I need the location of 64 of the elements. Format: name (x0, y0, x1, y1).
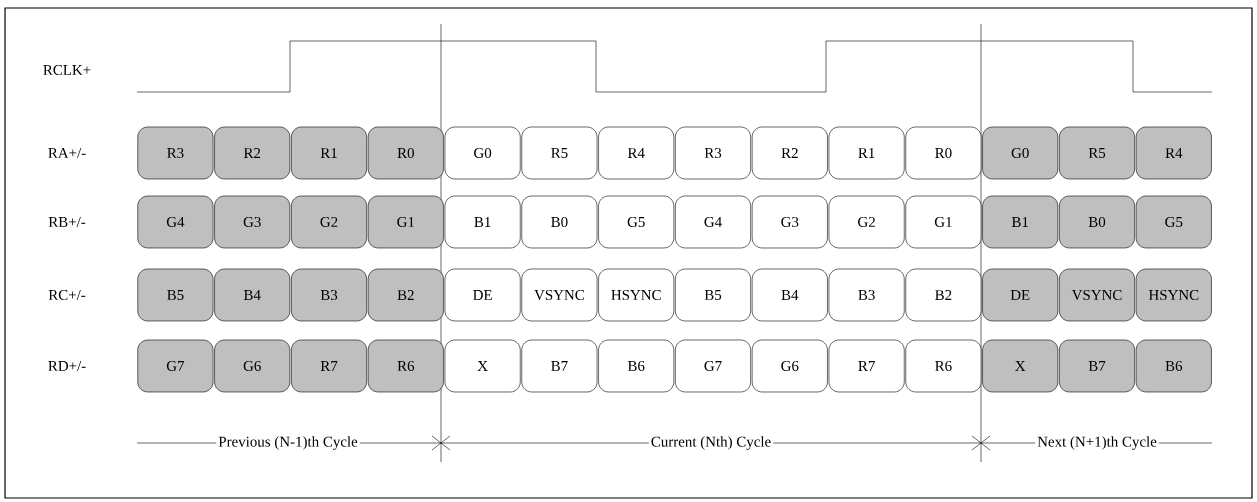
signal-name: RD+/- (48, 361, 86, 371)
signal-name: RB+/- (48, 217, 86, 227)
data-cell: B1 (444, 195, 521, 249)
data-cell: X (444, 339, 521, 393)
data-cell: R4 (1135, 126, 1212, 180)
data-cell: G3 (214, 195, 291, 249)
data-cell: G4 (137, 195, 214, 249)
data-cell: G6 (214, 339, 291, 393)
data-cell: R1 (828, 126, 905, 180)
data-cell: R7 (828, 339, 905, 393)
data-cell: B7 (1059, 339, 1135, 393)
data-cell: B4 (751, 268, 828, 322)
data-cell: G4 (675, 195, 751, 249)
data-cell: R2 (751, 126, 828, 180)
data-cell: G5 (598, 195, 675, 249)
data-cell: X (982, 339, 1059, 393)
data-cell: B5 (675, 268, 751, 322)
data-cell: R4 (598, 126, 675, 180)
data-cell: B2 (367, 268, 444, 322)
data-cell: B1 (982, 195, 1059, 249)
data-cell: G2 (291, 195, 367, 249)
data-cell: B2 (905, 268, 982, 322)
data-cell: R1 (291, 126, 367, 180)
data-cell: R3 (137, 126, 214, 180)
data-cell: B0 (521, 195, 598, 249)
data-cell: R5 (1059, 126, 1135, 180)
data-cell: R7 (291, 339, 367, 393)
signal-name: RA+/- (48, 148, 86, 158)
data-cell: B6 (1135, 339, 1212, 393)
data-cell: G7 (675, 339, 751, 393)
data-cell: R3 (675, 126, 751, 180)
data-cell: G3 (751, 195, 828, 249)
data-cell: B6 (598, 339, 675, 393)
data-cell: R2 (214, 126, 291, 180)
data-cell: DE (444, 268, 521, 322)
data-cell: G0 (444, 126, 521, 180)
data-cell: VSYNC (521, 268, 598, 322)
data-cell: G1 (905, 195, 982, 249)
cycle-label: Previous (N-1)th Cycle (216, 434, 360, 452)
data-cell: HSYNC (598, 268, 675, 322)
data-cell: B3 (828, 268, 905, 322)
data-cell: G7 (137, 339, 214, 393)
data-cell: B7 (521, 339, 598, 393)
data-cell: B3 (291, 268, 367, 322)
data-cell: G1 (367, 195, 444, 249)
data-cell: G5 (1135, 195, 1212, 249)
data-cell: G0 (982, 126, 1059, 180)
data-cell: VSYNC (1059, 268, 1135, 322)
data-cell: R6 (367, 339, 444, 393)
data-cell: R6 (905, 339, 982, 393)
cycle-label: Next (N+1)th Cycle (1035, 434, 1159, 452)
data-cell: B4 (214, 268, 291, 322)
signal-name: RC+/- (48, 290, 86, 300)
data-cell: G6 (751, 339, 828, 393)
data-cell: B5 (137, 268, 214, 322)
data-cell: R0 (905, 126, 982, 180)
data-cell: DE (982, 268, 1059, 322)
cycle-label: Current (Nth) Cycle (648, 434, 774, 452)
data-cell: B0 (1059, 195, 1135, 249)
signal-name: RCLK+ (43, 65, 91, 75)
data-cell: R5 (521, 126, 598, 180)
data-cell: G2 (828, 195, 905, 249)
data-cell: R0 (367, 126, 444, 180)
data-cell: HSYNC (1135, 268, 1212, 322)
